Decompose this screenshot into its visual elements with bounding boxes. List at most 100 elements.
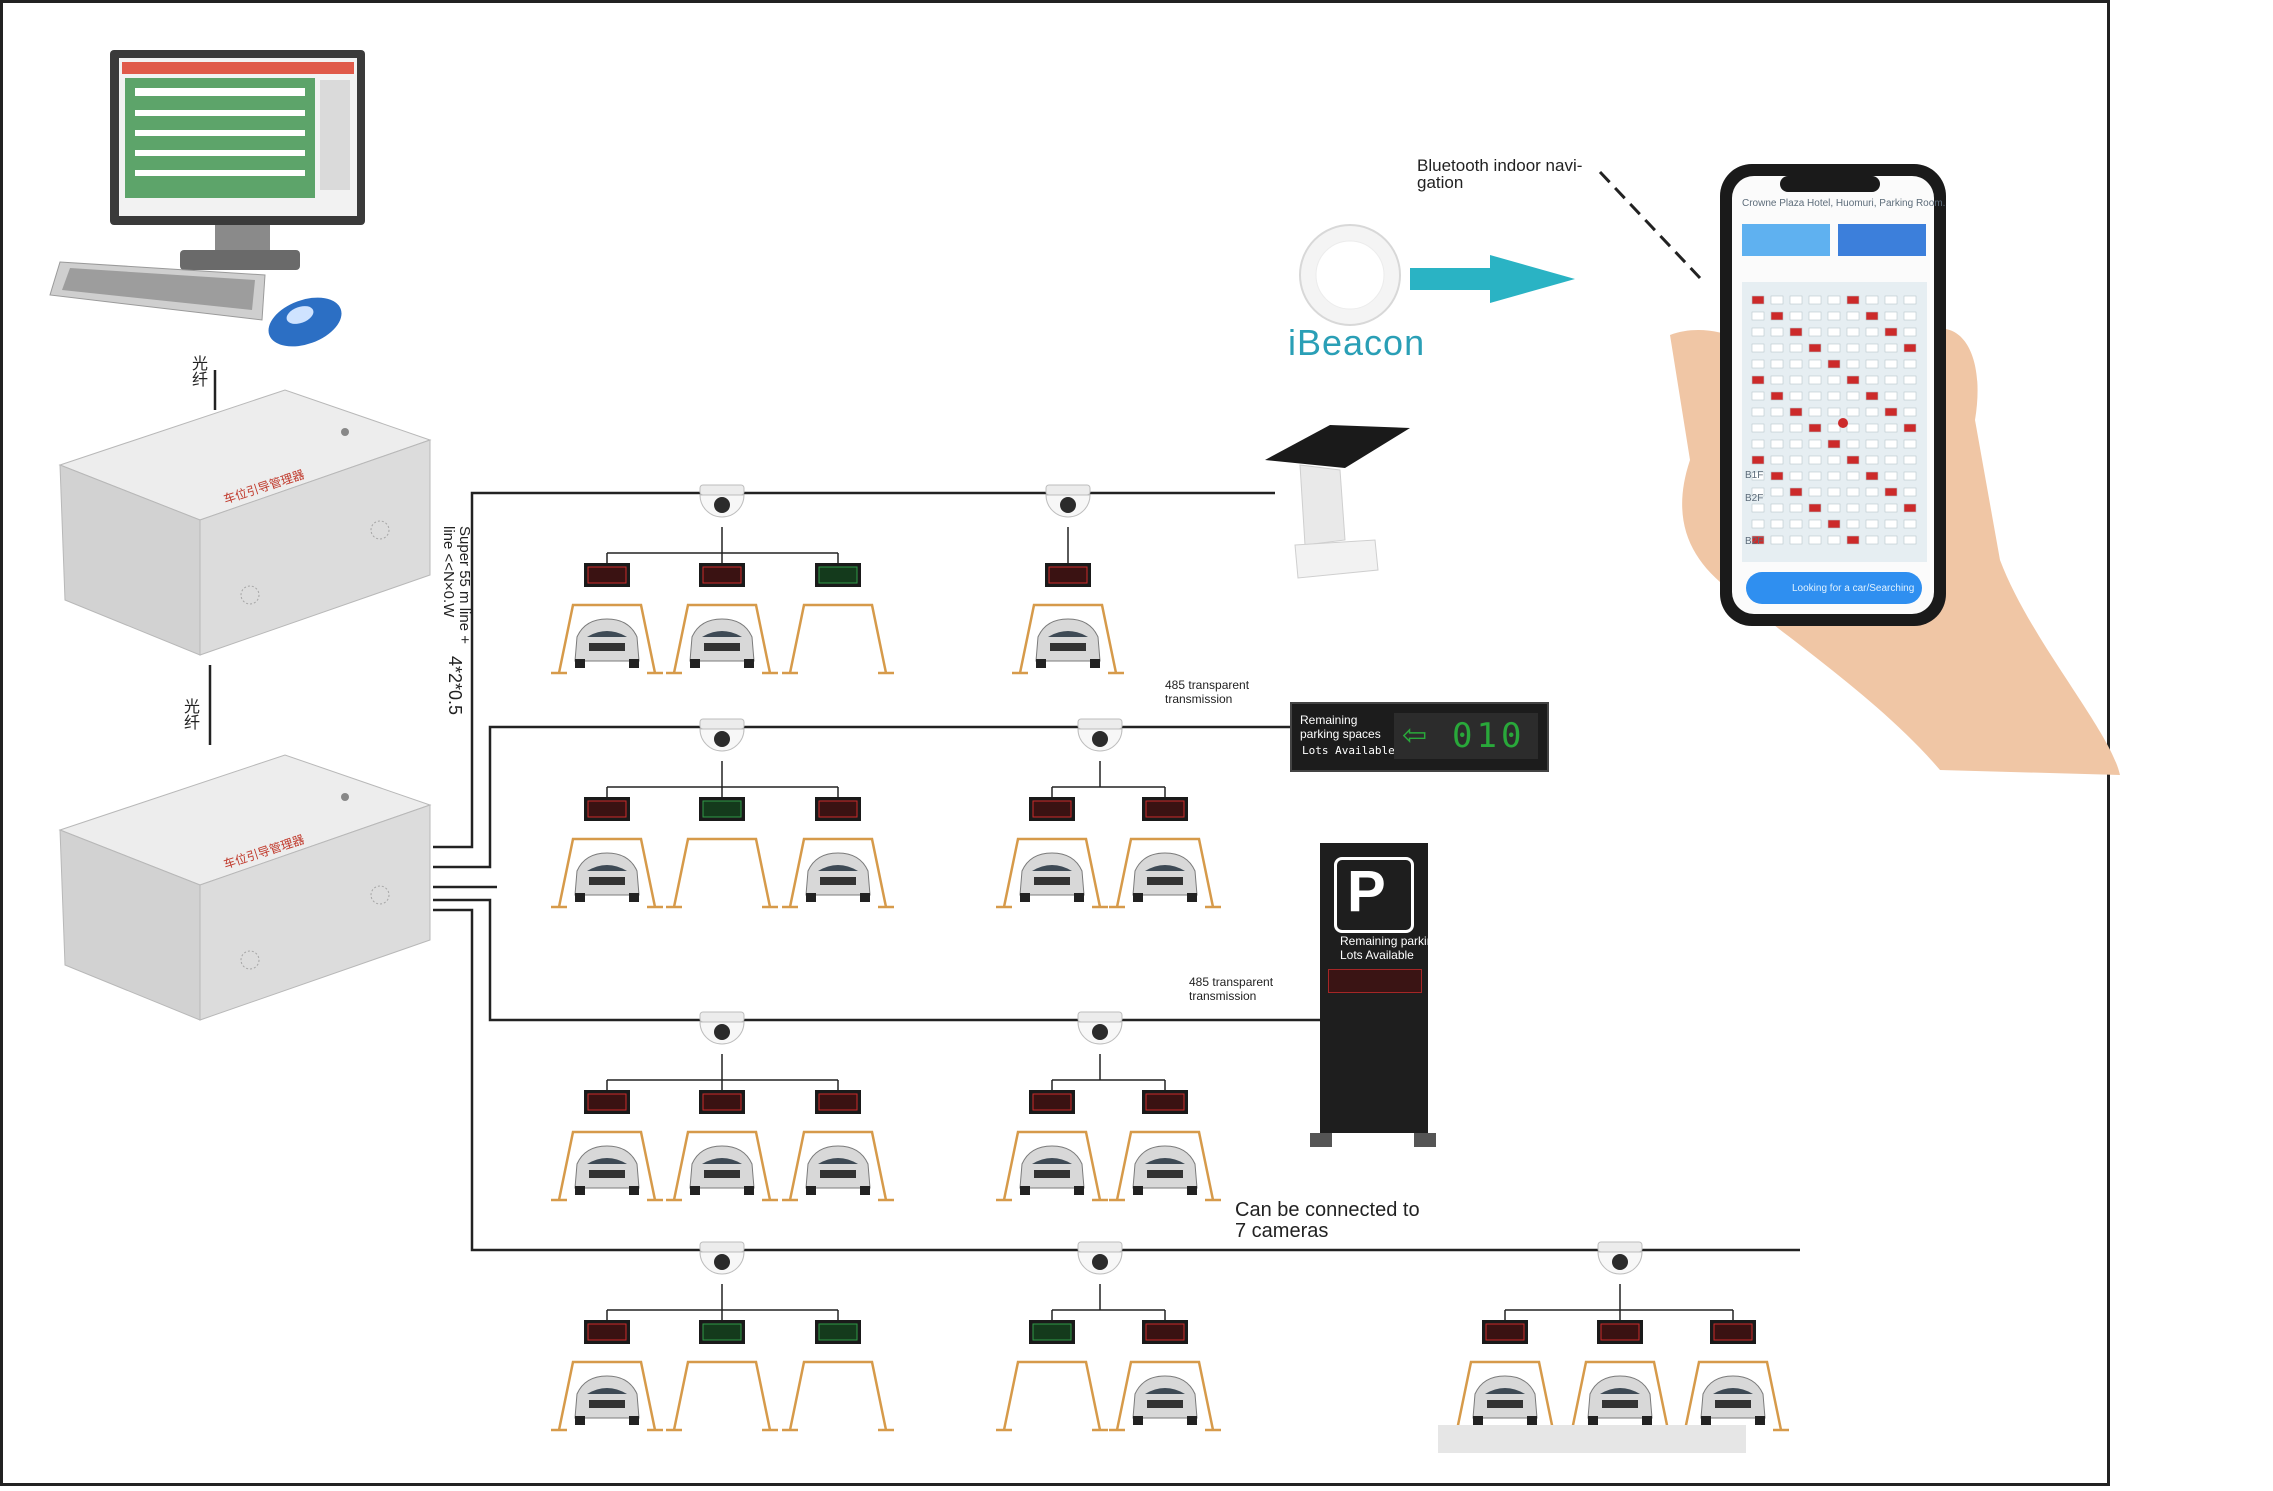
dome-camera-icon — [699, 484, 745, 518]
led-line2: parking spaces — [1300, 727, 1381, 741]
parking-bay-occupied — [1012, 603, 1124, 675]
car-icon — [574, 618, 640, 668]
led-line1: Remaining — [1300, 713, 1358, 727]
car-icon — [805, 852, 871, 902]
phone-map-spots — [1751, 295, 1917, 545]
kiosk-screen — [1265, 425, 1410, 468]
led-counter-panel: ⇦ 010 — [1394, 713, 1538, 759]
space-indicator-display — [815, 797, 861, 821]
pillar-counter — [1328, 969, 1422, 993]
arrow-left-icon: ⇦ — [1402, 719, 1428, 752]
phone-card-1 — [1742, 224, 1830, 256]
space-indicator-display — [1597, 1320, 1643, 1344]
led-count: 010 — [1452, 716, 1526, 756]
bus-wire-row2 — [433, 725, 1290, 869]
space-indicator-display — [815, 1090, 861, 1114]
parking-bay-occupied — [551, 1360, 663, 1432]
space-indicator-display — [1029, 797, 1075, 821]
space-indicator-display — [699, 1320, 745, 1344]
parking-bay-occupied — [551, 603, 663, 675]
parking-bay-occupied — [666, 603, 778, 675]
space-indicator-display — [584, 1320, 630, 1344]
parking-bay-empty — [996, 1360, 1108, 1432]
parking-bay-occupied — [1109, 837, 1221, 909]
parking-bay-occupied — [1449, 1360, 1561, 1432]
dome-camera-icon — [699, 1241, 745, 1275]
car-icon — [574, 1145, 640, 1195]
fiber-label-top: 光纤 — [189, 355, 206, 387]
parking-bay-empty — [782, 603, 894, 675]
parking-bay-occupied — [1109, 1360, 1221, 1432]
dome-camera-icon — [1597, 1241, 1643, 1275]
space-indicator-display — [1029, 1320, 1075, 1344]
parking-bay-occupied — [782, 837, 894, 909]
blank-label-bar — [1438, 1425, 1746, 1453]
dome-camera-icon — [1045, 484, 1091, 518]
car-icon — [574, 1375, 640, 1425]
parking-bay-occupied — [996, 1130, 1108, 1202]
space-indicator-display — [699, 797, 745, 821]
location-pin-icon — [1838, 418, 1848, 428]
phone-header: Crowne Plaza Hotel, Huomuri, Parking Roo… — [1742, 198, 1946, 209]
space-indicator-display — [1142, 1320, 1188, 1344]
space-indicator-display — [584, 563, 630, 587]
car-icon — [689, 1145, 755, 1195]
bus-wire-row1 — [433, 491, 1275, 849]
phone-card-2 — [1838, 224, 1926, 256]
guidance-controller-box-bottom — [58, 754, 432, 1021]
parking-bay-occupied — [1564, 1360, 1676, 1432]
monitor-icon — [110, 50, 365, 270]
keyboard-icon — [49, 261, 266, 321]
car-icon — [574, 852, 640, 902]
car-icon — [805, 1145, 871, 1195]
parking-bay-occupied — [551, 837, 663, 909]
bluetooth-nav-label: Bluetooth indoor navi- gation — [1417, 156, 1583, 192]
phone-floor-3: B2F — [1745, 536, 1764, 547]
cameras-note: Can be connected to 7 cameras — [1235, 1199, 1420, 1242]
parking-bay-occupied — [551, 1130, 663, 1202]
dome-camera-icon — [1077, 1241, 1123, 1275]
parking-bay-empty — [782, 1360, 894, 1432]
guidance-controller-box-top — [58, 389, 432, 656]
phone-search-button[interactable] — [1746, 572, 1922, 604]
arrow-right-icon — [1410, 255, 1575, 303]
bus-wire-row4 — [433, 908, 1800, 1252]
space-indicator-display — [1710, 1320, 1756, 1344]
space-indicator-display — [584, 1090, 630, 1114]
parking-bay-occupied — [666, 1130, 778, 1202]
dome-camera-icon — [1077, 1011, 1123, 1045]
bus-wire-row3 — [433, 898, 1320, 1022]
space-indicator-display — [1045, 563, 1091, 587]
parking-bay-empty — [666, 1360, 778, 1432]
space-indicator-display — [699, 563, 745, 587]
pillar-line2: Lots Available — [1340, 948, 1414, 962]
space-indicator-display — [699, 1090, 745, 1114]
car-icon — [1019, 852, 1085, 902]
space-indicator-display — [1142, 797, 1188, 821]
phone-floor-1: B1F — [1745, 470, 1764, 481]
car-icon — [1700, 1375, 1766, 1425]
space-indicator-display — [815, 563, 861, 587]
space-indicator-display — [1029, 1090, 1075, 1114]
car-icon — [1035, 618, 1101, 668]
rs485-label-bottom: 485 transparent transmission — [1189, 975, 1274, 1003]
ibeacon-label: iBeacon — [1288, 322, 1426, 363]
parking-bay-empty — [666, 837, 778, 909]
dome-camera-icon — [699, 718, 745, 752]
diagram-frame — [0, 0, 2110, 1486]
space-indicator-display — [1142, 1090, 1188, 1114]
dome-camera-icon — [699, 1011, 745, 1045]
pillar-line1: Remaining parking — [1340, 934, 1441, 948]
space-indicator-display — [815, 1320, 861, 1344]
parking-p-icon: P — [1334, 857, 1414, 933]
car-icon — [1132, 1375, 1198, 1425]
dome-camera-icon — [1077, 718, 1123, 752]
bluetooth-link-line — [1598, 170, 1702, 280]
cable-size-label: 4*2*0.5 — [445, 656, 465, 716]
